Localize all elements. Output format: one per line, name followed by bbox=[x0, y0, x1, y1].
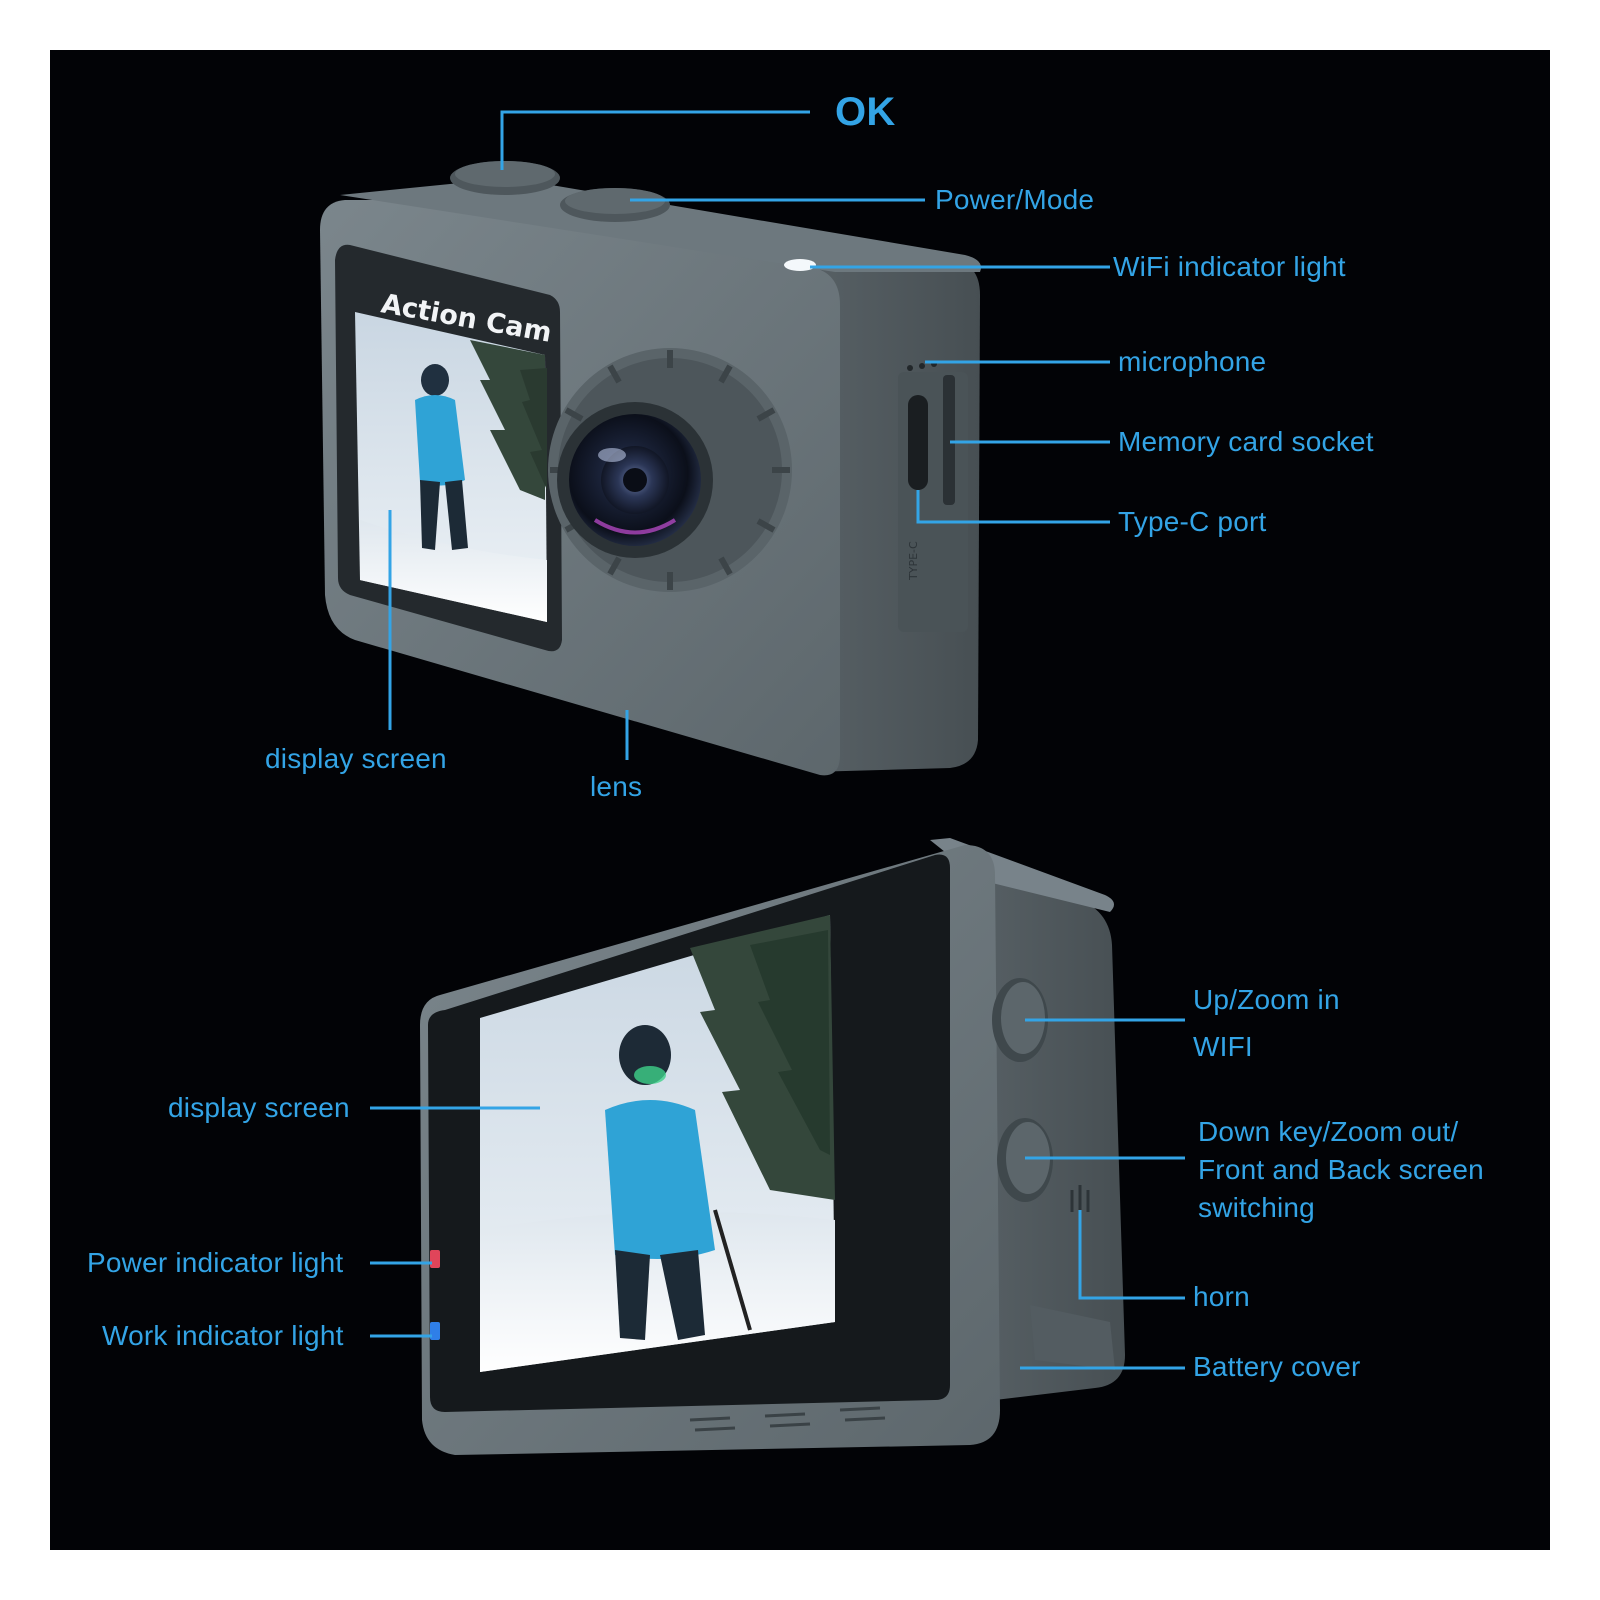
label-display-screen-back: display screen bbox=[168, 1092, 350, 1123]
port-marking: TYPE-C bbox=[907, 541, 920, 581]
label-battery-cover: Battery cover bbox=[1193, 1351, 1361, 1382]
label-up-zoom: Up/Zoom in bbox=[1193, 984, 1340, 1015]
label-microphone: microphone bbox=[1118, 346, 1267, 377]
label-display-screen-front: display screen bbox=[265, 743, 447, 774]
front-screen-image bbox=[355, 312, 547, 622]
label-ok: OK bbox=[835, 90, 896, 134]
type-c-slot bbox=[908, 395, 928, 490]
label-lens: lens bbox=[590, 771, 643, 802]
back-camera bbox=[420, 838, 1125, 1455]
label-wifi: WIFI bbox=[1193, 1031, 1253, 1062]
label-type-c: Type-C port bbox=[1118, 506, 1267, 537]
diagram-frame: Action Cam TYPE-C OK Power/Mode WiFi ind… bbox=[50, 50, 1550, 1550]
work-led bbox=[430, 1322, 440, 1340]
label-power-light: Power indicator light bbox=[87, 1247, 344, 1278]
label-down-key: Down key/Zoom out/ Front and Back screen… bbox=[1198, 1116, 1484, 1223]
front-camera-top bbox=[340, 178, 981, 272]
label-memory-card: Memory card socket bbox=[1118, 426, 1374, 457]
label-wifi-light: WiFi indicator light bbox=[1113, 251, 1346, 282]
battery-cover-shape bbox=[1030, 1305, 1115, 1370]
callout-horn bbox=[1078, 1210, 1185, 1300]
label-horn: horn bbox=[1193, 1281, 1250, 1312]
camera-illustration: Action Cam TYPE-C bbox=[320, 110, 1185, 1455]
memory-card-slot bbox=[943, 375, 955, 505]
bottom-vents bbox=[689, 1406, 886, 1432]
callout-lines bbox=[370, 110, 1185, 1370]
callout-ok bbox=[500, 110, 810, 170]
back-screen-image bbox=[480, 915, 835, 1372]
power-led bbox=[430, 1250, 440, 1268]
wifi-light-shape bbox=[784, 259, 816, 271]
front-camera bbox=[320, 161, 981, 776]
label-work-light: Work indicator light bbox=[102, 1320, 344, 1351]
label-power-mode: Power/Mode bbox=[935, 184, 1095, 215]
callout-type-c bbox=[916, 490, 1110, 524]
